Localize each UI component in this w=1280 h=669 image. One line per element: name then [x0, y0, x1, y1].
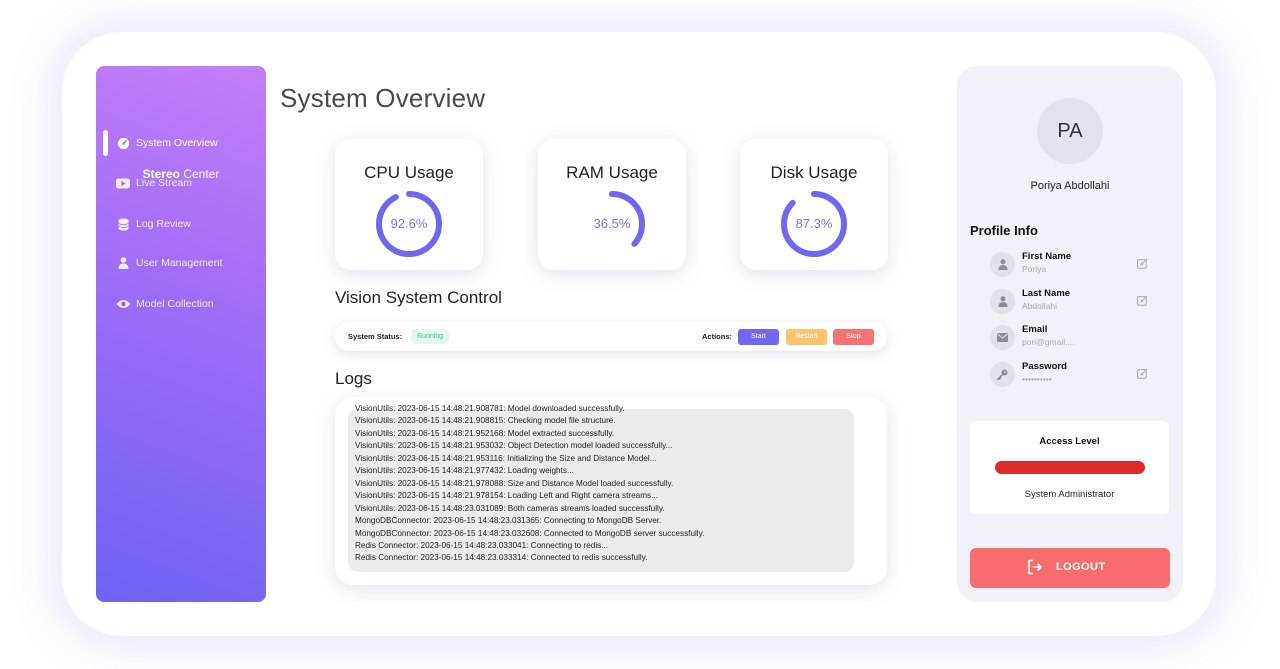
logout-label: LOGOUT [1056, 561, 1106, 573]
vision-control-title: Vision System Control [335, 288, 502, 307]
sidebar-item-system-overview[interactable]: System Overview [116, 135, 218, 151]
mail-icon [990, 325, 1015, 350]
edit-icon[interactable] [1137, 258, 1148, 269]
edit-icon[interactable] [1137, 295, 1148, 306]
sidebar-item-label: User Management [136, 257, 223, 269]
brand-bold: Stereo [142, 167, 180, 181]
edit-icon[interactable] [1137, 368, 1148, 379]
page-title: System Overview [280, 83, 486, 113]
logs-list: VisionUtils: 2023-06-15 14:48:21.908781:… [355, 403, 704, 565]
sidebar-item-model-collection[interactable]: Model Collection [116, 296, 214, 312]
log-line: VisionUtils: 2023-06-15 14:48:21.908781:… [355, 404, 625, 413]
log-line: VisionUtils: 2023-06-15 14:48:21.978154:… [355, 491, 658, 501]
disk-gauge-arc [781, 191, 847, 257]
gauge-icon [116, 136, 130, 150]
user-name: Poriya Abdollahi [1030, 180, 1110, 192]
ram-gauge-arc [579, 191, 645, 257]
field-value: pori@gmail.... [1022, 337, 1075, 347]
field-label: First Name [1022, 251, 1072, 262]
profile-field-password: Password •••••••••• [990, 360, 1160, 390]
key-icon [990, 362, 1015, 387]
log-line: VisionUtils: 2023-06-15 14:48:21.977432:… [355, 466, 574, 476]
access-role: System Administrator [1024, 489, 1115, 500]
disk-usage-card: Disk Usage 87.3% [740, 139, 888, 270]
field-value: Abdollahi [1022, 301, 1057, 311]
log-line: VisionUtils: 2023-06-15 14:48:23.031089:… [355, 503, 665, 513]
access-level-card: Access Level System Administrator [970, 421, 1169, 514]
log-line: VisionUtils: 2023-06-15 14:48:21.908815:… [355, 416, 616, 426]
cpu-usage-card: CPU Usage 92.6% [335, 139, 483, 270]
metric-title: Disk Usage [770, 163, 858, 182]
user-icon [116, 256, 130, 270]
logs-title: Logs [335, 369, 372, 388]
user-icon [990, 252, 1015, 277]
metric-title: CPU Usage [364, 163, 454, 182]
avatar: PA [1037, 98, 1103, 164]
logs-scroll-area[interactable]: VisionUtils: 2023-06-15 14:48:21.908781:… [348, 404, 854, 572]
sidebar-item-label: Live Stream [136, 177, 193, 189]
log-line: VisionUtils: 2023-06-15 14:48:21.953116:… [355, 453, 657, 463]
stop-button[interactable]: Stop [833, 329, 874, 345]
profile-field-last-name: Last Name Abdollahi [990, 287, 1160, 317]
control-bar: System Status: Running Actions: Start Re… [335, 322, 887, 351]
log-line: VisionUtils: 2023-06-15 14:48:21.952168:… [355, 428, 615, 438]
field-label: Email [1022, 324, 1048, 335]
status-badge: Running [411, 329, 450, 344]
ram-usage-value: 36.5% [593, 216, 631, 231]
sidebar: Stereo Center [96, 66, 266, 602]
active-indicator [103, 130, 108, 156]
log-line: VisionUtils: 2023-06-15 14:48:21.978088:… [355, 478, 674, 488]
metric-title: RAM Usage [566, 163, 658, 182]
disk-gauge [781, 191, 847, 257]
field-value: •••••••••• [1022, 374, 1052, 384]
database-icon [116, 217, 130, 231]
log-line: MongoDBConnector: 2023-06-15 14:48:23.03… [355, 528, 705, 538]
ram-usage-card: RAM Usage 36.5% [538, 139, 686, 270]
disk-usage-value: 87.3% [795, 216, 833, 231]
sidebar-item-label: Log Review [136, 218, 191, 230]
sidebar-item-live-stream[interactable]: Live Stream [116, 175, 192, 191]
brand-title: Stereo Center [96, 167, 266, 181]
access-level-bar [995, 461, 1145, 474]
field-label: Last Name [1022, 288, 1071, 299]
sidebar-item-label: System Overview [136, 137, 218, 149]
user-icon [990, 289, 1015, 314]
profile-info-title: Profile Info [970, 223, 1038, 238]
profile-field-first-name: First Name Poriya [990, 250, 1160, 280]
status-label: System Status: [348, 332, 403, 341]
video-icon [116, 176, 130, 190]
cpu-usage-value: 92.6% [390, 216, 428, 231]
cpu-gauge [376, 191, 442, 257]
field-label: Password [1022, 361, 1067, 372]
log-line: Redis Connector: 2023-06-15 14:48:23.033… [355, 553, 648, 563]
sidebar-item-log-review[interactable]: Log Review [116, 216, 191, 232]
profile-field-email: Email pori@gmail.... [990, 323, 1160, 353]
brand-light: Center [183, 167, 220, 181]
access-level-title: Access Level [1039, 436, 1100, 447]
start-button[interactable]: Start [738, 329, 779, 345]
logout-icon [1028, 559, 1042, 575]
logout-button[interactable]: LOGOUT [970, 548, 1170, 588]
sidebar-item-label: Model Collection [136, 298, 214, 310]
log-line: MongoDBConnector: 2023-06-15 14:48:23.03… [355, 516, 662, 526]
actions-label: Actions: [702, 332, 732, 341]
log-line: Redis Connector: 2023-06-15 14:48:23.033… [355, 540, 609, 550]
logs-card: VisionUtils: 2023-06-15 14:48:21.908781:… [335, 397, 887, 585]
ram-gauge [579, 191, 645, 257]
log-line: VisionUtils: 2023-06-15 14:48:21.953032:… [355, 441, 673, 451]
sidebar-item-user-management[interactable]: User Management [116, 255, 222, 271]
restart-button[interactable]: Restart [786, 329, 827, 345]
eye-icon [116, 297, 130, 311]
cpu-gauge-arc [376, 191, 442, 257]
field-value: Poriya [1022, 264, 1047, 274]
